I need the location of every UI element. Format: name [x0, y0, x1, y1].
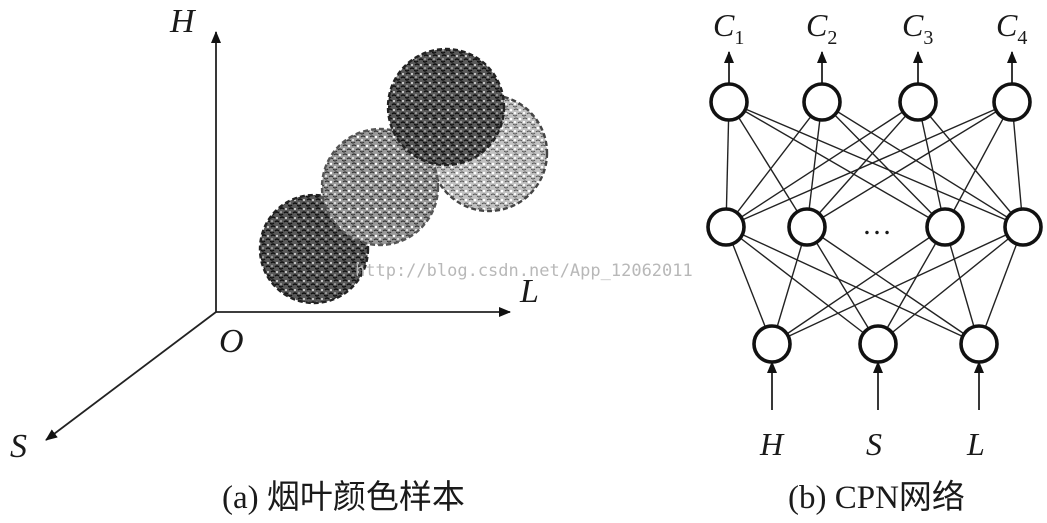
h-axis-label: H	[169, 3, 197, 40]
input-label-1: H	[759, 426, 785, 462]
hidden-node-1	[706, 207, 746, 247]
output-node-3	[898, 82, 938, 122]
io-arrows	[724, 51, 1017, 410]
output-label-1: C1	[713, 7, 744, 49]
edge-hidden-3-input-1	[771, 226, 946, 345]
edge-hidden-4-input-1	[771, 226, 1024, 345]
edge-hidden-1-input-1	[725, 226, 773, 345]
edge-output-3-hidden-4	[917, 101, 1024, 228]
edge-output-3-hidden-3	[917, 101, 946, 228]
edge-hidden-3-input-2	[877, 226, 946, 345]
edge-output-3-hidden-1	[725, 101, 919, 228]
edge-output-4-hidden-3	[944, 101, 1013, 228]
edge-output-4-hidden-4	[1011, 101, 1024, 228]
sample-cluster-medium	[320, 127, 440, 247]
edge-output-4-hidden-1	[725, 101, 1013, 228]
edge-output-2-hidden-1	[725, 101, 823, 228]
output-node-4	[992, 82, 1032, 122]
sample-cluster-dark	[386, 47, 506, 167]
output-node-2	[802, 82, 842, 122]
watermark: http://blog.csdn.net/App_12062011	[355, 261, 693, 281]
hidden-node-2	[787, 207, 827, 247]
hidden-layer-ellipsis: …	[862, 208, 892, 241]
input-node-2	[858, 324, 898, 364]
input-node-3	[959, 324, 999, 364]
edge-hidden-4-input-3	[978, 226, 1024, 345]
panel-b-caption: (b) CPN网络	[788, 479, 965, 516]
panel-b-cpn-network: C1 C2 C3 C4 H S L … (b) CPN网络	[706, 7, 1043, 516]
edge-output-1-hidden-1	[725, 101, 730, 228]
output-label-3: C3	[902, 7, 933, 49]
edge-output-1-hidden-2	[728, 101, 808, 228]
edge-output-2-hidden-3	[821, 101, 946, 228]
edge-hidden-1-input-3	[725, 226, 980, 345]
edge-hidden-3-input-3	[944, 226, 980, 345]
input-label-3: L	[966, 426, 985, 462]
edge-output-4-hidden-2	[806, 101, 1013, 228]
network-connections	[725, 101, 1024, 345]
panel-a-caption: (a) 烟叶颜色样本	[222, 479, 465, 516]
edge-hidden-2-input-3	[806, 226, 980, 345]
edge-output-1-hidden-3	[728, 101, 946, 228]
output-label-4: C4	[996, 7, 1027, 49]
input-node-1	[752, 324, 792, 364]
edge-output-3-hidden-2	[806, 101, 919, 228]
edge-output-2-hidden-4	[821, 101, 1024, 228]
edge-hidden-2-input-2	[806, 226, 879, 345]
output-node-1	[709, 82, 749, 122]
origin-label: O	[219, 323, 244, 360]
edge-hidden-2-input-1	[771, 226, 808, 345]
network-nodes	[706, 82, 1043, 364]
sample-clusters	[258, 47, 549, 305]
panel-a-color-samples: H L S O http://blog.csdn.net/App_1206201…	[10, 3, 693, 516]
s-axis-label: S	[10, 428, 27, 465]
input-label-2: S	[866, 426, 882, 462]
hidden-node-3	[925, 207, 965, 247]
edge-hidden-1-input-2	[725, 226, 879, 345]
output-labels: C1 C2 C3 C4	[713, 7, 1027, 49]
s-axis	[45, 311, 217, 441]
output-label-2: C2	[806, 7, 837, 49]
hidden-node-4	[1003, 207, 1043, 247]
edge-hidden-4-input-2	[877, 226, 1024, 345]
edge-output-1-hidden-4	[728, 101, 1024, 228]
l-axis-label: L	[519, 273, 539, 310]
edge-output-2-hidden-2	[806, 101, 823, 228]
